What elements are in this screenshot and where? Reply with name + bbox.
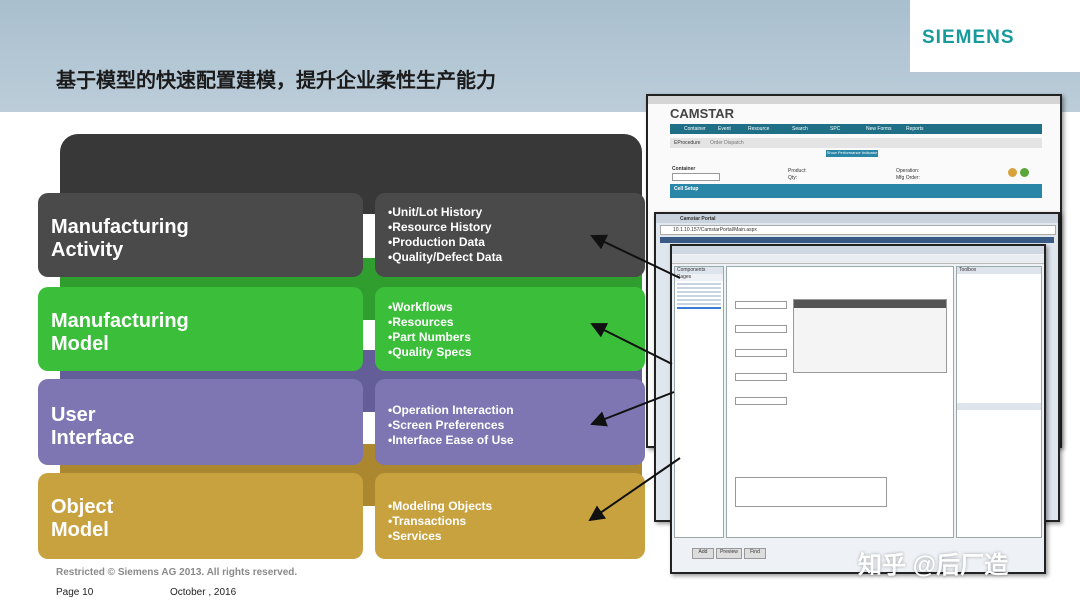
container-input[interactable]: [672, 173, 720, 181]
tab-eprocedure[interactable]: EProcedure: [674, 140, 701, 146]
layer-left-tile: [38, 473, 363, 559]
show-performance-button[interactable]: Show Performance Indicator: [826, 150, 878, 157]
window-titlebar: [672, 246, 1044, 254]
camstar-brand: CAMSTAR: [670, 106, 735, 121]
field-label: Mfg Order:: [896, 175, 920, 181]
window-titlebar: [648, 96, 1060, 104]
panel-title: Components: [675, 267, 723, 274]
footer-page-number: Page 10: [56, 587, 94, 598]
bullet-item: •Resource History: [388, 220, 492, 234]
layer-left-tile: [38, 287, 363, 371]
arrow-object: [588, 457, 681, 522]
menu-item[interactable]: Event: [718, 126, 731, 132]
bullet-item: •Quality Specs: [388, 345, 472, 359]
properties-header: [957, 403, 1041, 410]
menu-item[interactable]: Reports: [906, 126, 924, 132]
bullet-item: •Workflows: [388, 300, 453, 314]
bullet-item: •Operation Interaction: [388, 403, 514, 417]
bullet-item: •Resources: [388, 315, 454, 329]
find-button[interactable]: Find: [744, 548, 766, 559]
footer-date: October , 2016: [170, 587, 237, 598]
arrow-activity: [590, 234, 681, 279]
band-label: Cell Setup: [674, 186, 699, 192]
toolbar: [672, 255, 1044, 264]
bullet-item: •Part Numbers: [388, 330, 471, 344]
canvas-grid: [793, 299, 947, 373]
menu-item[interactable]: New Forms: [866, 126, 892, 132]
menu-item[interactable]: Search: [792, 126, 808, 132]
window-title: Camstar Portal: [680, 216, 716, 222]
menu-bar: Container Event Resource Search SPC New …: [670, 124, 1042, 134]
panel-title: Pages: [675, 274, 723, 281]
layer-left-tile: [38, 193, 363, 277]
tab-order-dispatch[interactable]: Order Dispatch: [710, 140, 744, 146]
arrow-interface: [590, 391, 675, 427]
field-label: Product:: [788, 168, 807, 174]
canvas-field: [735, 301, 787, 309]
layer-bullets: •Operation Interaction •Screen Preferenc…: [388, 403, 514, 448]
slide-title: 基于模型的快速配置建模，提升企业柔性生产能力: [56, 70, 496, 92]
arrow-model: [590, 323, 673, 365]
bullet-item: •Services: [388, 529, 442, 543]
canvas-textarea: [735, 477, 887, 507]
bullet-item: •Quality/Defect Data: [388, 250, 503, 264]
layer-bullets: •Unit/Lot History •Resource History •Pro…: [388, 205, 502, 265]
add-button[interactable]: Add: [692, 548, 714, 559]
bullet-item: •Unit/Lot History: [388, 205, 483, 219]
layer-label: Manufacturing Activity: [51, 216, 189, 261]
address-bar[interactable]: 10.1.10.157/CamstarPortal/Main.aspx: [660, 225, 1056, 235]
logo-box: [910, 0, 1080, 72]
bullet-item: •Interface Ease of Use: [388, 433, 514, 447]
layer-label: Manufacturing Model: [51, 310, 189, 355]
status-icon: [1008, 168, 1017, 177]
cell-setup-band: Cell Setup: [670, 184, 1042, 198]
canvas-field: [735, 373, 787, 381]
components-panel: Components Pages: [674, 266, 724, 538]
layer-label: User Interface: [51, 404, 135, 449]
bullet-item: •Transactions: [388, 514, 467, 528]
field-label: Container: [672, 166, 696, 172]
field-label: Qty:: [788, 175, 798, 181]
bullet-item: •Modeling Objects: [388, 499, 493, 513]
canvas-field: [735, 397, 787, 405]
panel-title: Toolbox: [957, 267, 1041, 274]
layer-bullets: •Workflows •Resources •Part Numbers •Qua…: [388, 300, 472, 360]
footer-copyright: Restricted © Siemens AG 2013. All rights…: [56, 567, 298, 578]
screenshot-designer-front: Components Pages Toolbox Add Preview Fin…: [670, 244, 1046, 574]
toolbox-panel: Toolbox: [956, 266, 1042, 538]
tab-strip: EProcedure Order Dispatch: [670, 138, 1042, 148]
preview-button[interactable]: Preview: [716, 548, 742, 559]
design-canvas[interactable]: [726, 266, 954, 538]
watermark: 知乎 @后厂造: [858, 552, 1009, 579]
menu-item[interactable]: SPC: [830, 126, 841, 132]
menu-item[interactable]: Resource: [748, 126, 770, 132]
bullet-item: •Screen Preferences: [388, 418, 505, 432]
canvas-field: [735, 349, 787, 357]
layer-left-tile: [38, 379, 363, 465]
address-text: 10.1.10.157/CamstarPortal/Main.aspx: [673, 227, 757, 233]
layer-label: Object Model: [51, 496, 114, 541]
canvas-field: [735, 325, 787, 333]
window-titlebar: Camstar Portal: [656, 214, 1058, 223]
field-label: Operation:: [896, 168, 920, 174]
designer-bar: [660, 237, 1054, 243]
status-icon: [1020, 168, 1029, 177]
siemens-logo: SIEMENS: [922, 27, 1015, 48]
menu-item[interactable]: Container: [684, 126, 706, 132]
bullet-item: •Production Data: [388, 235, 485, 249]
layer-bullets: •Modeling Objects •Transactions •Service…: [388, 499, 492, 544]
header-band: [0, 0, 1080, 112]
